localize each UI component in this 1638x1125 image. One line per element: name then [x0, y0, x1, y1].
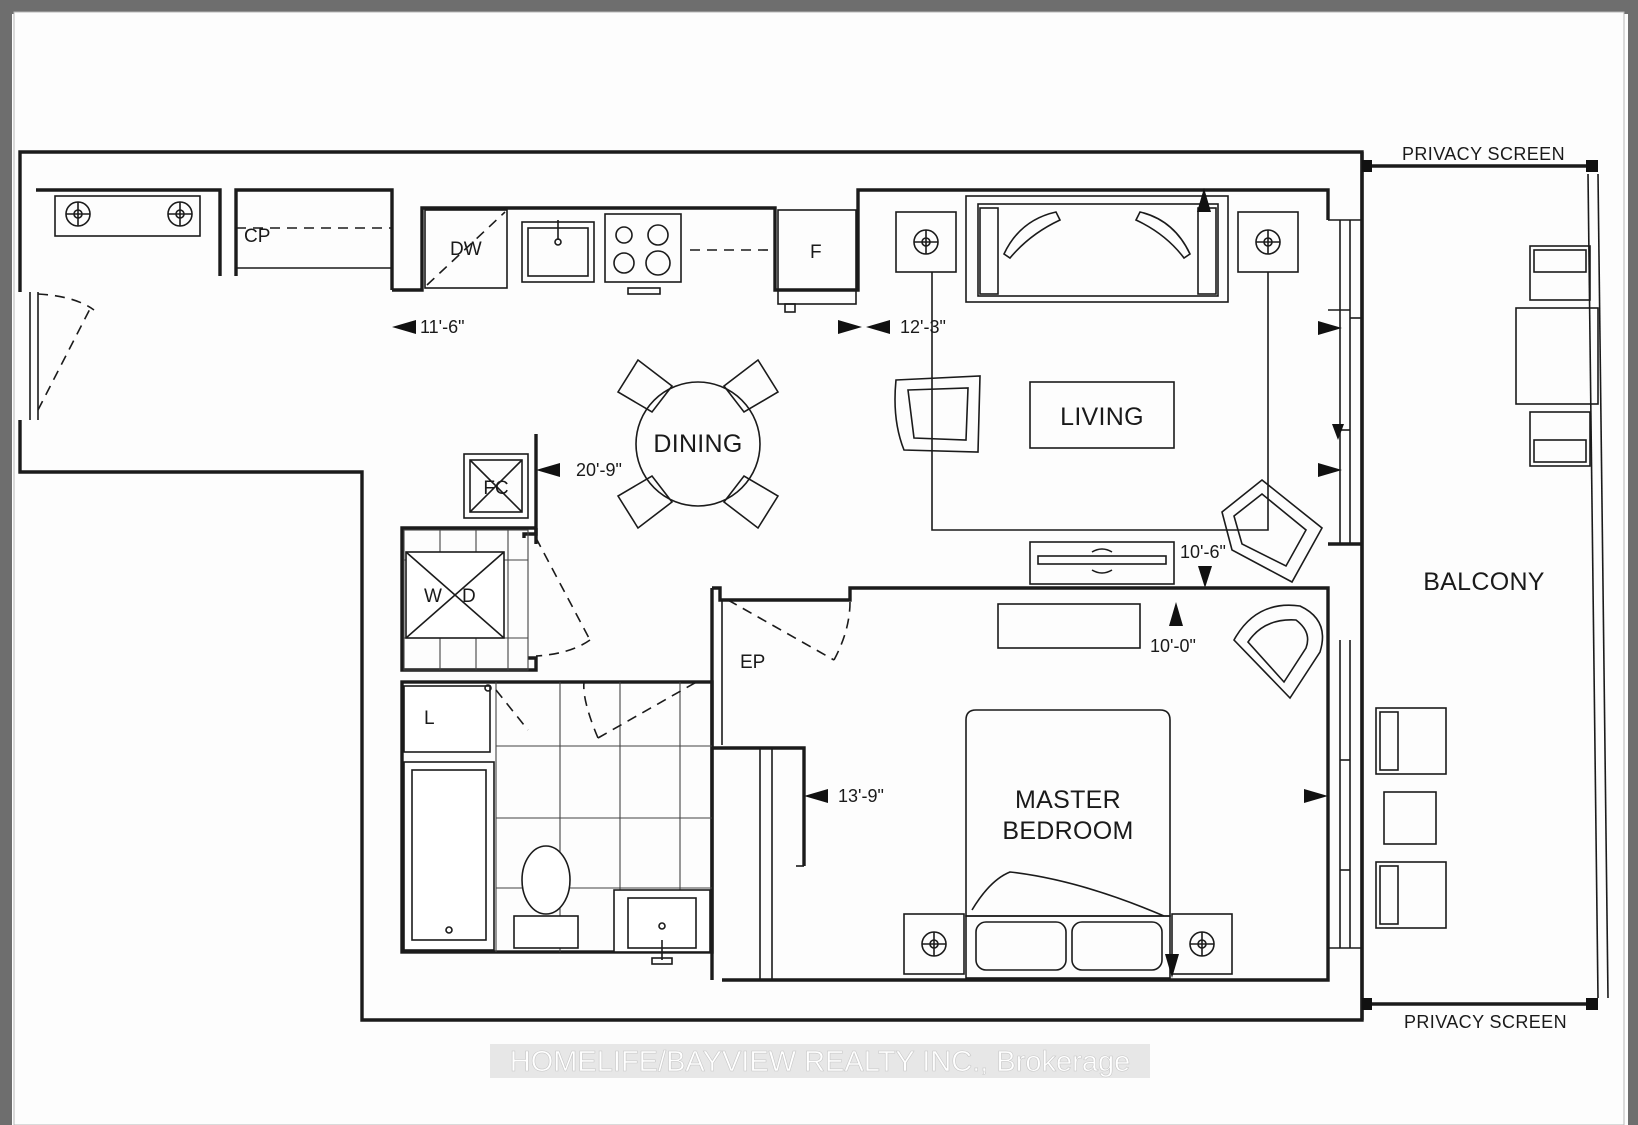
fridge	[777, 209, 857, 305]
bedroom-door	[727, 599, 851, 661]
dim-dining: 20'-9"	[576, 460, 622, 480]
bedroom-window	[1328, 640, 1362, 949]
entry-door	[29, 292, 95, 420]
dim-kitchen: 11'-6"	[420, 317, 465, 337]
dim-living: 12'-3"	[900, 317, 946, 337]
washer-label: W	[424, 586, 442, 607]
fc-label: FC	[483, 478, 508, 499]
watermark: HOMELIFE/BAYVIEW REALTY INC., Brokerage	[490, 1044, 1150, 1078]
linen-label: L	[424, 708, 435, 729]
balcony-label: BALCONY	[1423, 568, 1545, 596]
kitchen-counter: DW F	[392, 188, 1330, 313]
bathroom: L	[400, 679, 714, 965]
dryer-label: D	[462, 586, 476, 607]
bedroom-furniture: 10'-0" MASTER BEDROOM	[903, 602, 1324, 979]
dim-bedroom-width: 10'-0"	[1150, 636, 1196, 656]
bedroom-closet	[712, 746, 806, 980]
laundry-closet: W D	[403, 529, 591, 671]
dimension-bedroom-depth: 13'-9"	[804, 786, 1328, 806]
privacy-screen-top-label: PRIVACY SCREEN	[1402, 144, 1565, 164]
living-label: LIVING	[1060, 403, 1144, 431]
brokerage-watermark: HOMELIFE/BAYVIEW REALTY INC., Brokerage	[510, 1046, 1130, 1078]
dishwasher-label: DW	[450, 239, 482, 260]
dimension-dining: 20'-9"	[536, 460, 622, 480]
cp-label: CP	[244, 226, 270, 247]
dimension-living-depth: 10'-6"	[1180, 188, 1342, 588]
privacy-screen-bottom-label: PRIVACY SCREEN	[1404, 1012, 1567, 1032]
exterior-walls	[18, 150, 1364, 1022]
dim-bedroom-depth: 13'-9"	[838, 786, 884, 806]
balcony: PRIVACY SCREEN PRIVACY SCREEN BALCONY	[1362, 144, 1609, 1032]
fc-closet: FC	[463, 453, 529, 519]
living-window	[1328, 219, 1362, 546]
living-furniture: LIVING	[894, 195, 1324, 585]
dining-label: DINING	[653, 430, 742, 458]
dim-living-depth: 10'-6"	[1180, 542, 1226, 562]
fridge-label: F	[810, 242, 822, 263]
entry-closet	[36, 188, 222, 276]
dimension-kitchen: 11'-6"	[392, 317, 465, 337]
master-bedroom-label-line2: BEDROOM	[1002, 817, 1133, 845]
dimension-living: 12'-3"	[838, 317, 946, 337]
dining-table: DINING	[616, 358, 780, 530]
cp-cabinet: CP	[234, 188, 394, 290]
master-bedroom-label-line1: MASTER	[1015, 786, 1121, 814]
cooktop	[604, 213, 682, 283]
ep-label: EP	[740, 652, 765, 673]
